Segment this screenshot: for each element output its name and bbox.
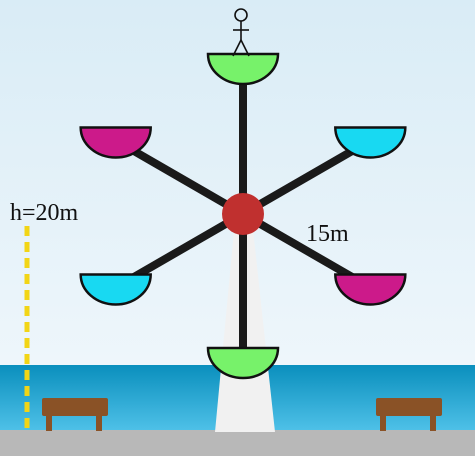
person-icon xyxy=(232,8,250,57)
gondolas xyxy=(79,52,407,380)
gondola xyxy=(79,126,152,159)
gondola xyxy=(206,346,280,380)
gondola xyxy=(334,126,407,159)
bench-right xyxy=(376,398,442,431)
ground xyxy=(0,430,475,456)
height-label: h=20m xyxy=(10,200,79,226)
radius-label: 15m xyxy=(306,221,349,247)
wheel-hub xyxy=(222,193,264,235)
gondola xyxy=(206,52,280,86)
gondola xyxy=(334,273,407,306)
bench-left xyxy=(42,398,108,431)
gondola xyxy=(79,273,152,306)
